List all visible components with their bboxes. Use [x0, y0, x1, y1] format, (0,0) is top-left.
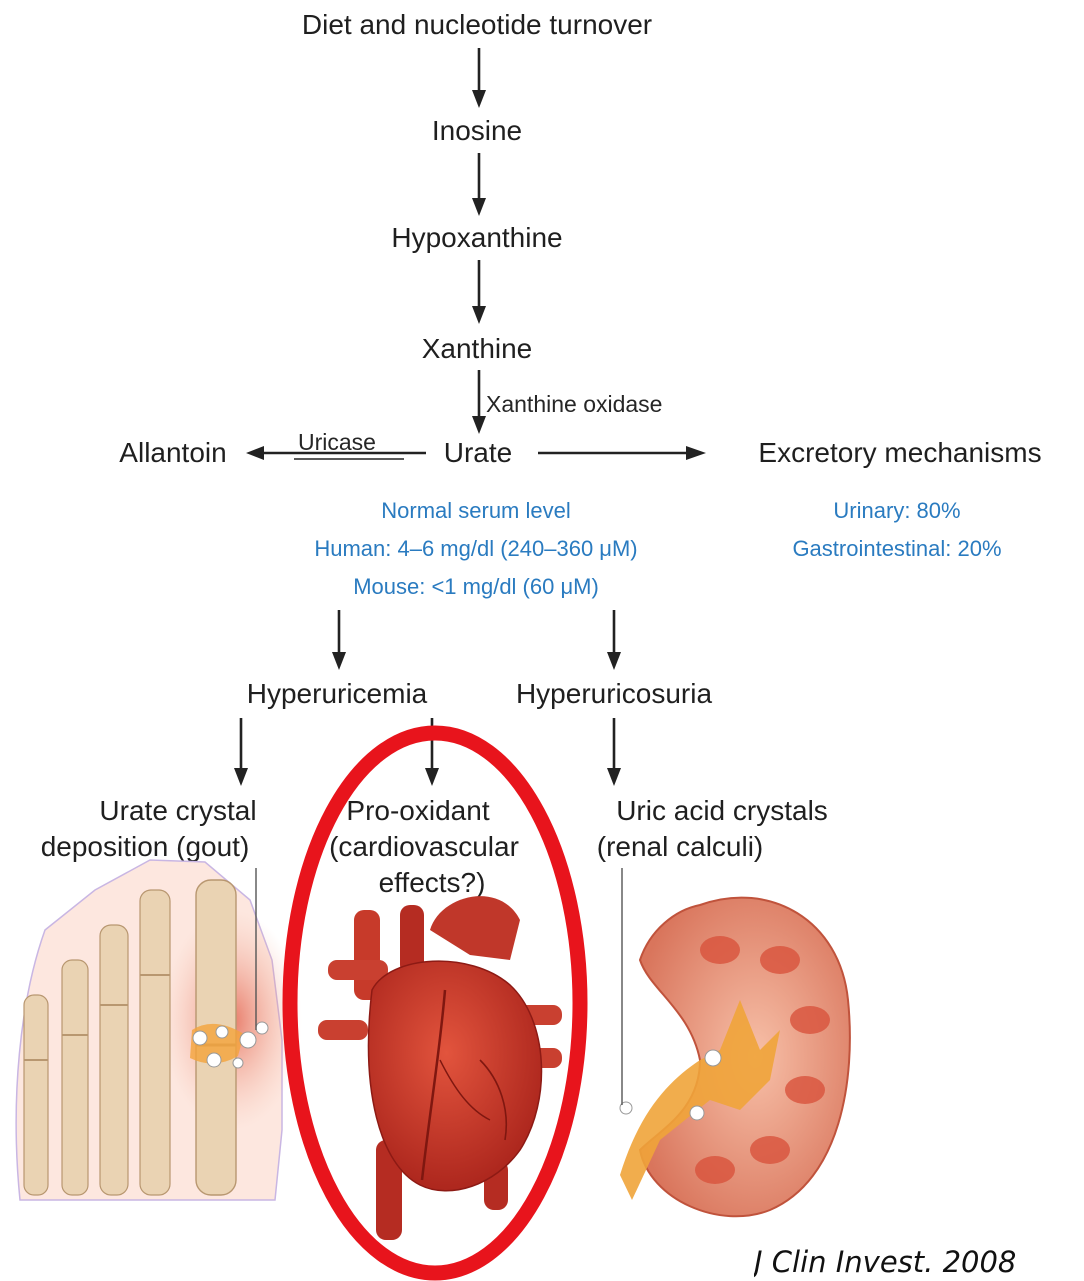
node-pro-oxidant-line-2: (cardiovascular: [329, 831, 519, 862]
node-hyperuricemia: Hyperuricemia: [247, 678, 428, 709]
arrow-hyperuricemia-to-gout: [234, 718, 248, 786]
node-uric-acid-line-1: Uric acid crystals: [616, 795, 828, 826]
node-inosine: Inosine: [432, 115, 522, 146]
excretion-note-urinary: Urinary: 80%: [833, 498, 960, 523]
node-uric-acid-line-2: (renal calculi): [597, 831, 764, 862]
kidney-illustration: [620, 868, 850, 1216]
arrow-hyperuricosuria-to-uric-acid-crystals: [607, 718, 621, 786]
foot-gout-illustration: [16, 860, 302, 1200]
arrow-excretion-to-hyperuricosuria: [607, 610, 621, 670]
node-excretory-mechanisms: Excretory mechanisms: [758, 437, 1041, 468]
arrow-inosine-to-hypoxanthine: [472, 153, 486, 216]
arrow-diet-to-inosine: [472, 48, 486, 108]
citation: J Clin Invest. 2008: [754, 1244, 1084, 1281]
node-urate-crystal-line-2: deposition (gout): [41, 831, 250, 862]
arrow-urate-to-excretory: [538, 446, 706, 460]
serum-note-human: Human: 4–6 mg/dl (240–360 μM): [314, 536, 637, 561]
node-pro-oxidant-line-1: Pro-oxidant: [346, 795, 489, 826]
arrow-hypoxanthine-to-xanthine: [472, 260, 486, 324]
node-hyperuricosuria: Hyperuricosuria: [516, 678, 712, 709]
excretion-note-gastrointestinal: Gastrointestinal: 20%: [792, 536, 1001, 561]
node-diet-and-nucleotide-turnover: Diet and nucleotide turnover: [302, 9, 652, 40]
serum-note-mouse: Mouse: <1 mg/dl (60 μM): [353, 574, 599, 599]
edge-label-uricase: Uricase: [298, 429, 376, 455]
arrow-xanthine-to-urate: [472, 370, 486, 434]
node-urate: Urate: [444, 437, 512, 468]
serum-note-title: Normal serum level: [381, 498, 571, 523]
node-pro-oxidant-line-3: effects?): [379, 867, 486, 898]
node-hypoxanthine: Hypoxanthine: [391, 222, 562, 253]
edge-label-xanthine-oxidase: Xanthine oxidase: [486, 391, 662, 417]
node-xanthine: Xanthine: [422, 333, 533, 364]
node-urate-crystal-line-1: Urate crystal: [99, 795, 256, 826]
arrow-serum-to-hyperuricemia: [332, 610, 346, 670]
node-allantoin: Allantoin: [119, 437, 226, 468]
heart-illustration: [318, 896, 562, 1240]
